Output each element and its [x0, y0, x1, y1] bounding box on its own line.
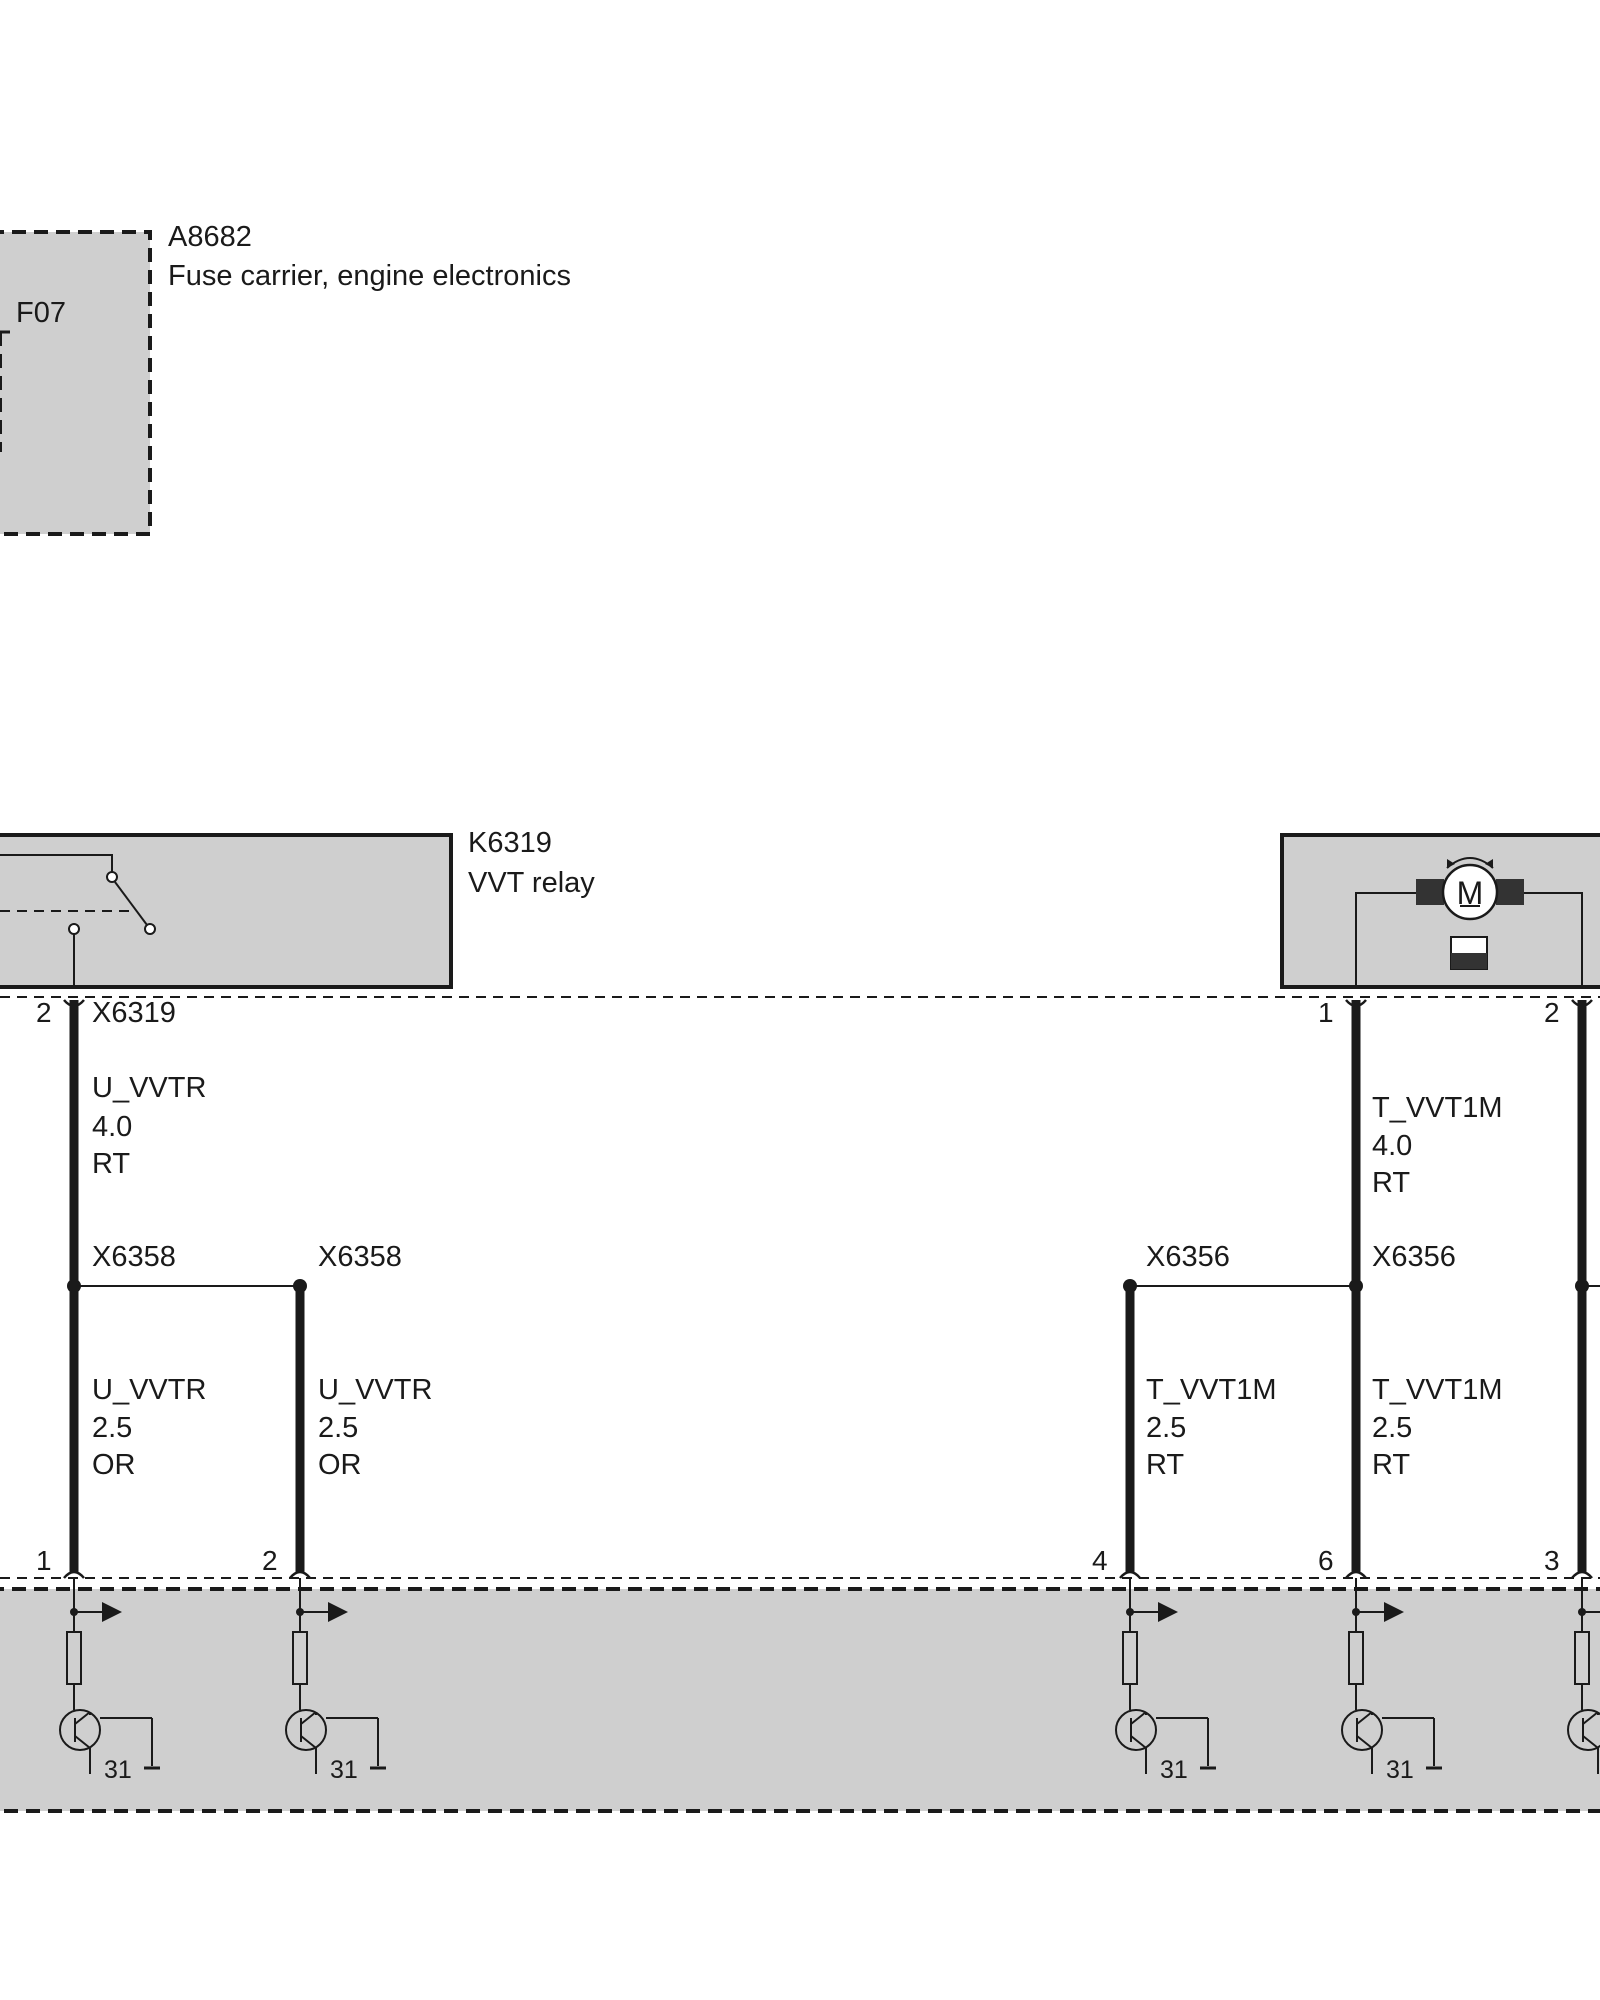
fuse-carrier-id: A8682 [168, 221, 252, 253]
svg-text:2.5: 2.5 [1146, 1412, 1186, 1444]
svg-text:U_VVTR: U_VVTR [92, 1374, 206, 1406]
wire-label-motor-1: T_VVT1M 4.0 RT [1372, 1092, 1503, 1199]
fuse-carrier-a8682 [0, 230, 152, 536]
arrow-icon [1384, 1602, 1404, 1622]
motor-icon [1441, 863, 1499, 921]
pin-relay-2: 2 [36, 997, 52, 1028]
svg-text:2.5: 2.5 [318, 1412, 358, 1444]
ground-terminal-label: 31 [1386, 1756, 1414, 1784]
svg-text:4.0: 4.0 [1372, 1130, 1412, 1162]
svg-text:4.0: 4.0 [92, 1111, 132, 1143]
motor-unit [1280, 833, 1600, 989]
connector-x6356-a: X6356 [1146, 1241, 1230, 1273]
svg-text:2.5: 2.5 [1372, 1412, 1412, 1444]
wire-label-ecu-4: T_VVT1M 2.5 RT [1146, 1374, 1277, 1481]
relay-id: K6319 [468, 827, 552, 859]
pin-ecu-1: 1 [36, 1545, 52, 1576]
driver-transistor-icon: 31 [1567, 1578, 1600, 1774]
svg-text:RT: RT [1372, 1167, 1410, 1199]
driver-transistor-icon: 31 [285, 1578, 386, 1784]
pin-ecu-2: 2 [262, 1545, 278, 1576]
pin-ecu-6: 6 [1318, 1545, 1334, 1576]
arrow-icon [328, 1602, 348, 1622]
ground-terminal-label: 31 [1160, 1756, 1188, 1784]
svg-text:2.5: 2.5 [92, 1412, 132, 1444]
svg-text:U_VVTR: U_VVTR [92, 1072, 206, 1104]
svg-text:T_VVT1M: T_VVT1M [1372, 1374, 1503, 1406]
ground-terminal-label: 31 [104, 1756, 132, 1784]
wire-label-ecu-1: U_VVTR 2.5 OR [92, 1374, 206, 1481]
connector-x6319: X6319 [92, 997, 176, 1029]
pin-ecu-3: 3 [1544, 1545, 1560, 1576]
pin-motor-2: 2 [1544, 997, 1560, 1028]
fuse-carrier-name: Fuse carrier, engine electronics [168, 260, 571, 292]
motor-symbol: M [1457, 875, 1484, 911]
relay-name: VVT relay [468, 867, 595, 899]
ecu-block [0, 1587, 1600, 1813]
fuse-f07-label: F07 [16, 297, 66, 329]
relay-k6319 [0, 833, 453, 989]
svg-text:RT: RT [1146, 1449, 1184, 1481]
svg-text:U_VVTR: U_VVTR [318, 1374, 432, 1406]
connector-x6358-a: X6358 [92, 1241, 176, 1273]
svg-text:OR: OR [92, 1449, 136, 1481]
svg-text:RT: RT [92, 1148, 130, 1180]
pin-motor-1: 1 [1318, 997, 1334, 1028]
driver-transistor-icon: 31 [1115, 1578, 1216, 1784]
svg-text:RT: RT [1372, 1449, 1410, 1481]
arrow-icon [102, 1602, 122, 1622]
ecu-drivers: 31 31 31 31 31 [59, 1578, 1600, 1784]
wire-label-relay-out: U_VVTR 4.0 RT [92, 1072, 206, 1180]
driver-transistor-icon: 31 [1341, 1578, 1442, 1784]
splice-dots [67, 1279, 1589, 1293]
wire-label-ecu-6: T_VVT1M 2.5 RT [1372, 1374, 1503, 1481]
svg-text:T_VVT1M: T_VVT1M [1146, 1374, 1277, 1406]
wire-label-ecu-2: U_VVTR 2.5 OR [318, 1374, 432, 1481]
driver-transistor-icon: 31 [59, 1578, 160, 1784]
connector-x6358-b: X6358 [318, 1241, 402, 1273]
connector-terminals [63, 999, 1593, 1579]
arrow-icon [1158, 1602, 1178, 1622]
connector-x6356-b: X6356 [1372, 1241, 1456, 1273]
pin-ecu-4: 4 [1092, 1545, 1108, 1576]
ground-terminal-label: 31 [330, 1756, 358, 1784]
svg-text:OR: OR [318, 1449, 362, 1481]
svg-text:T_VVT1M: T_VVT1M [1372, 1092, 1503, 1124]
